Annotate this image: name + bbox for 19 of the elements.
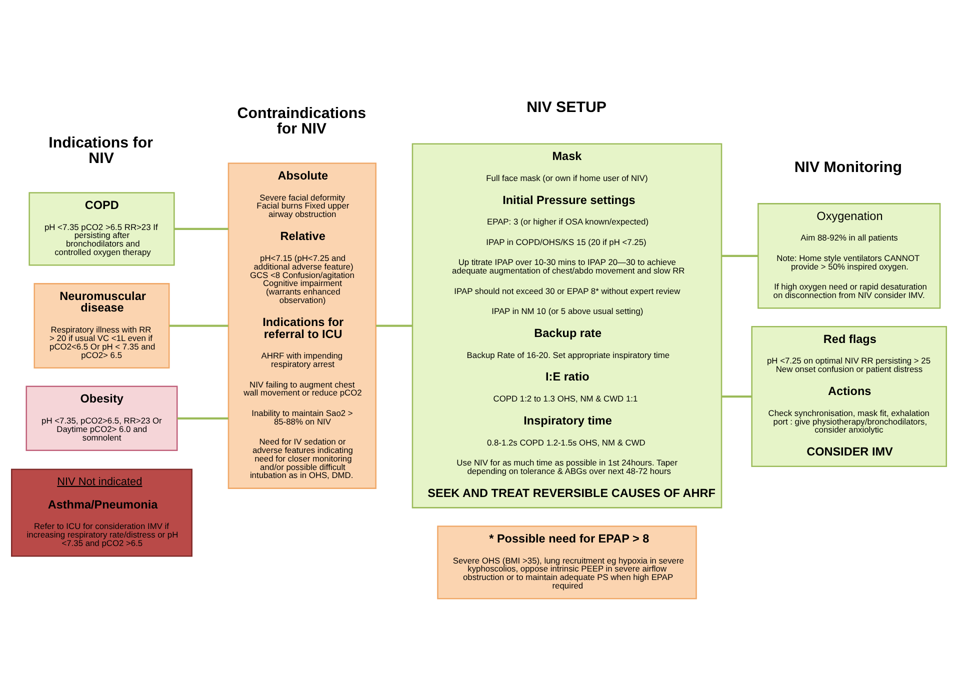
label: NIV SETUP [526, 99, 607, 116]
node-box: Red flags pH <7.25 on optimal NIV RR persisting > 25 New onset confusion or patient distress Actions Check synchronisation, mask fit, exhalation port : give physiotherapy/bronchodilators, consider anxiolytic CONSIDER IMV [751, 326, 947, 468]
connector [177, 417, 228, 420]
node-box: Oxygenation Aim 88-92% in all patients Note: Home style ventilators CANNOT provide > 50% inspired oxygen. If high oxygen need or rapid desaturation on disconnection from NIV consider IMV. [758, 203, 941, 309]
node-box: COPD pH <7.35 pCO2 >6.5 RR>23 If persisting after bronchodilators and controlled oxygen therapy [28, 192, 175, 266]
connector [722, 254, 758, 257]
node-box: Obesity pH <7.35, pCO2>6.5, RR>23 Or Daytime pCO2> 6.0 and somnolent [26, 386, 178, 452]
connector [722, 395, 752, 398]
node-box: * Possible need for EPAP > 8 Severe OHS (BMI >35), lung recruitment eg hypoxia in severe kyphoscolios, oppose intrinsic PEEP in severe airflow obstruction or to maintain adequate PS when high EPAP required [437, 526, 697, 600]
connector [174, 228, 228, 230]
connector [169, 324, 228, 327]
node-box: NIV Not indicated Asthma/Pneumonia Refer to ICU for consideration IMV if increasing respiratory rate/distress or pH <7.35 and pCO2 >6.5 [11, 468, 192, 557]
node-box: Neuromuscular disease Respiratory illness with RR > 20 if usual VC <1L even if pCO2<6.5 Or pH < 7.35 and pCO2> 6.5 [34, 283, 170, 369]
node-box: Absolute Severe facial deformity Facial burns Fixed upper airway obstruction Relative pH<7.15 (pH<7.25 and additional adverse feature) GCS <8 Confusion/agitation Cognitive impairment (warrants enhanced observation) Indications for referral to ICU AHRF with impending respiratory arrest NIV failing to augment chest wall movement or reduce pCO2 Inability to maintain Sao2 > 85-88% on NIV Need for IV sedation or adverse features indicating need for closer monitoring and/or possible difficult intubation as in OHS, DMD. [228, 162, 376, 489]
connector [376, 324, 412, 327]
node-box: Mask Full face mask (or own if home user of NIV) Initial Pressure settings EPAP: 3 (or higher if OSA known/expected) IPAP in COPD/OHS/KS 15 (20 if pH <7.25) Up titrate IPAP over 10-30 mins to IPAP 20—30 to achieve adequate augmentation of chest/abdo movement and slow RR IPAP should not exceed 30 or EPAP 8* without expert review IPAP in NM 10 (or 5 above usual setting) Backup rate Backup Rate of 16-20. Set appropriate inspiratory time I:E ratio COPD 1:2 to 1.3 OHS, NM & CWD 1:1 Inspiratory time 0.8-1.2s COPD 1.2-1.5s OHS, NM & CWD Use NIV for as much time as possible in 1st 24hours. Taper depending on tolerance & ABGs over next 48-72 hours SEEK AND TREAT REVERSIBLE CAUSES OF AHRF [412, 143, 722, 508]
label: NIV Monitoring [794, 159, 902, 176]
label: Contraindications for NIV [237, 105, 366, 138]
label: Indications for NIV [48, 134, 153, 167]
